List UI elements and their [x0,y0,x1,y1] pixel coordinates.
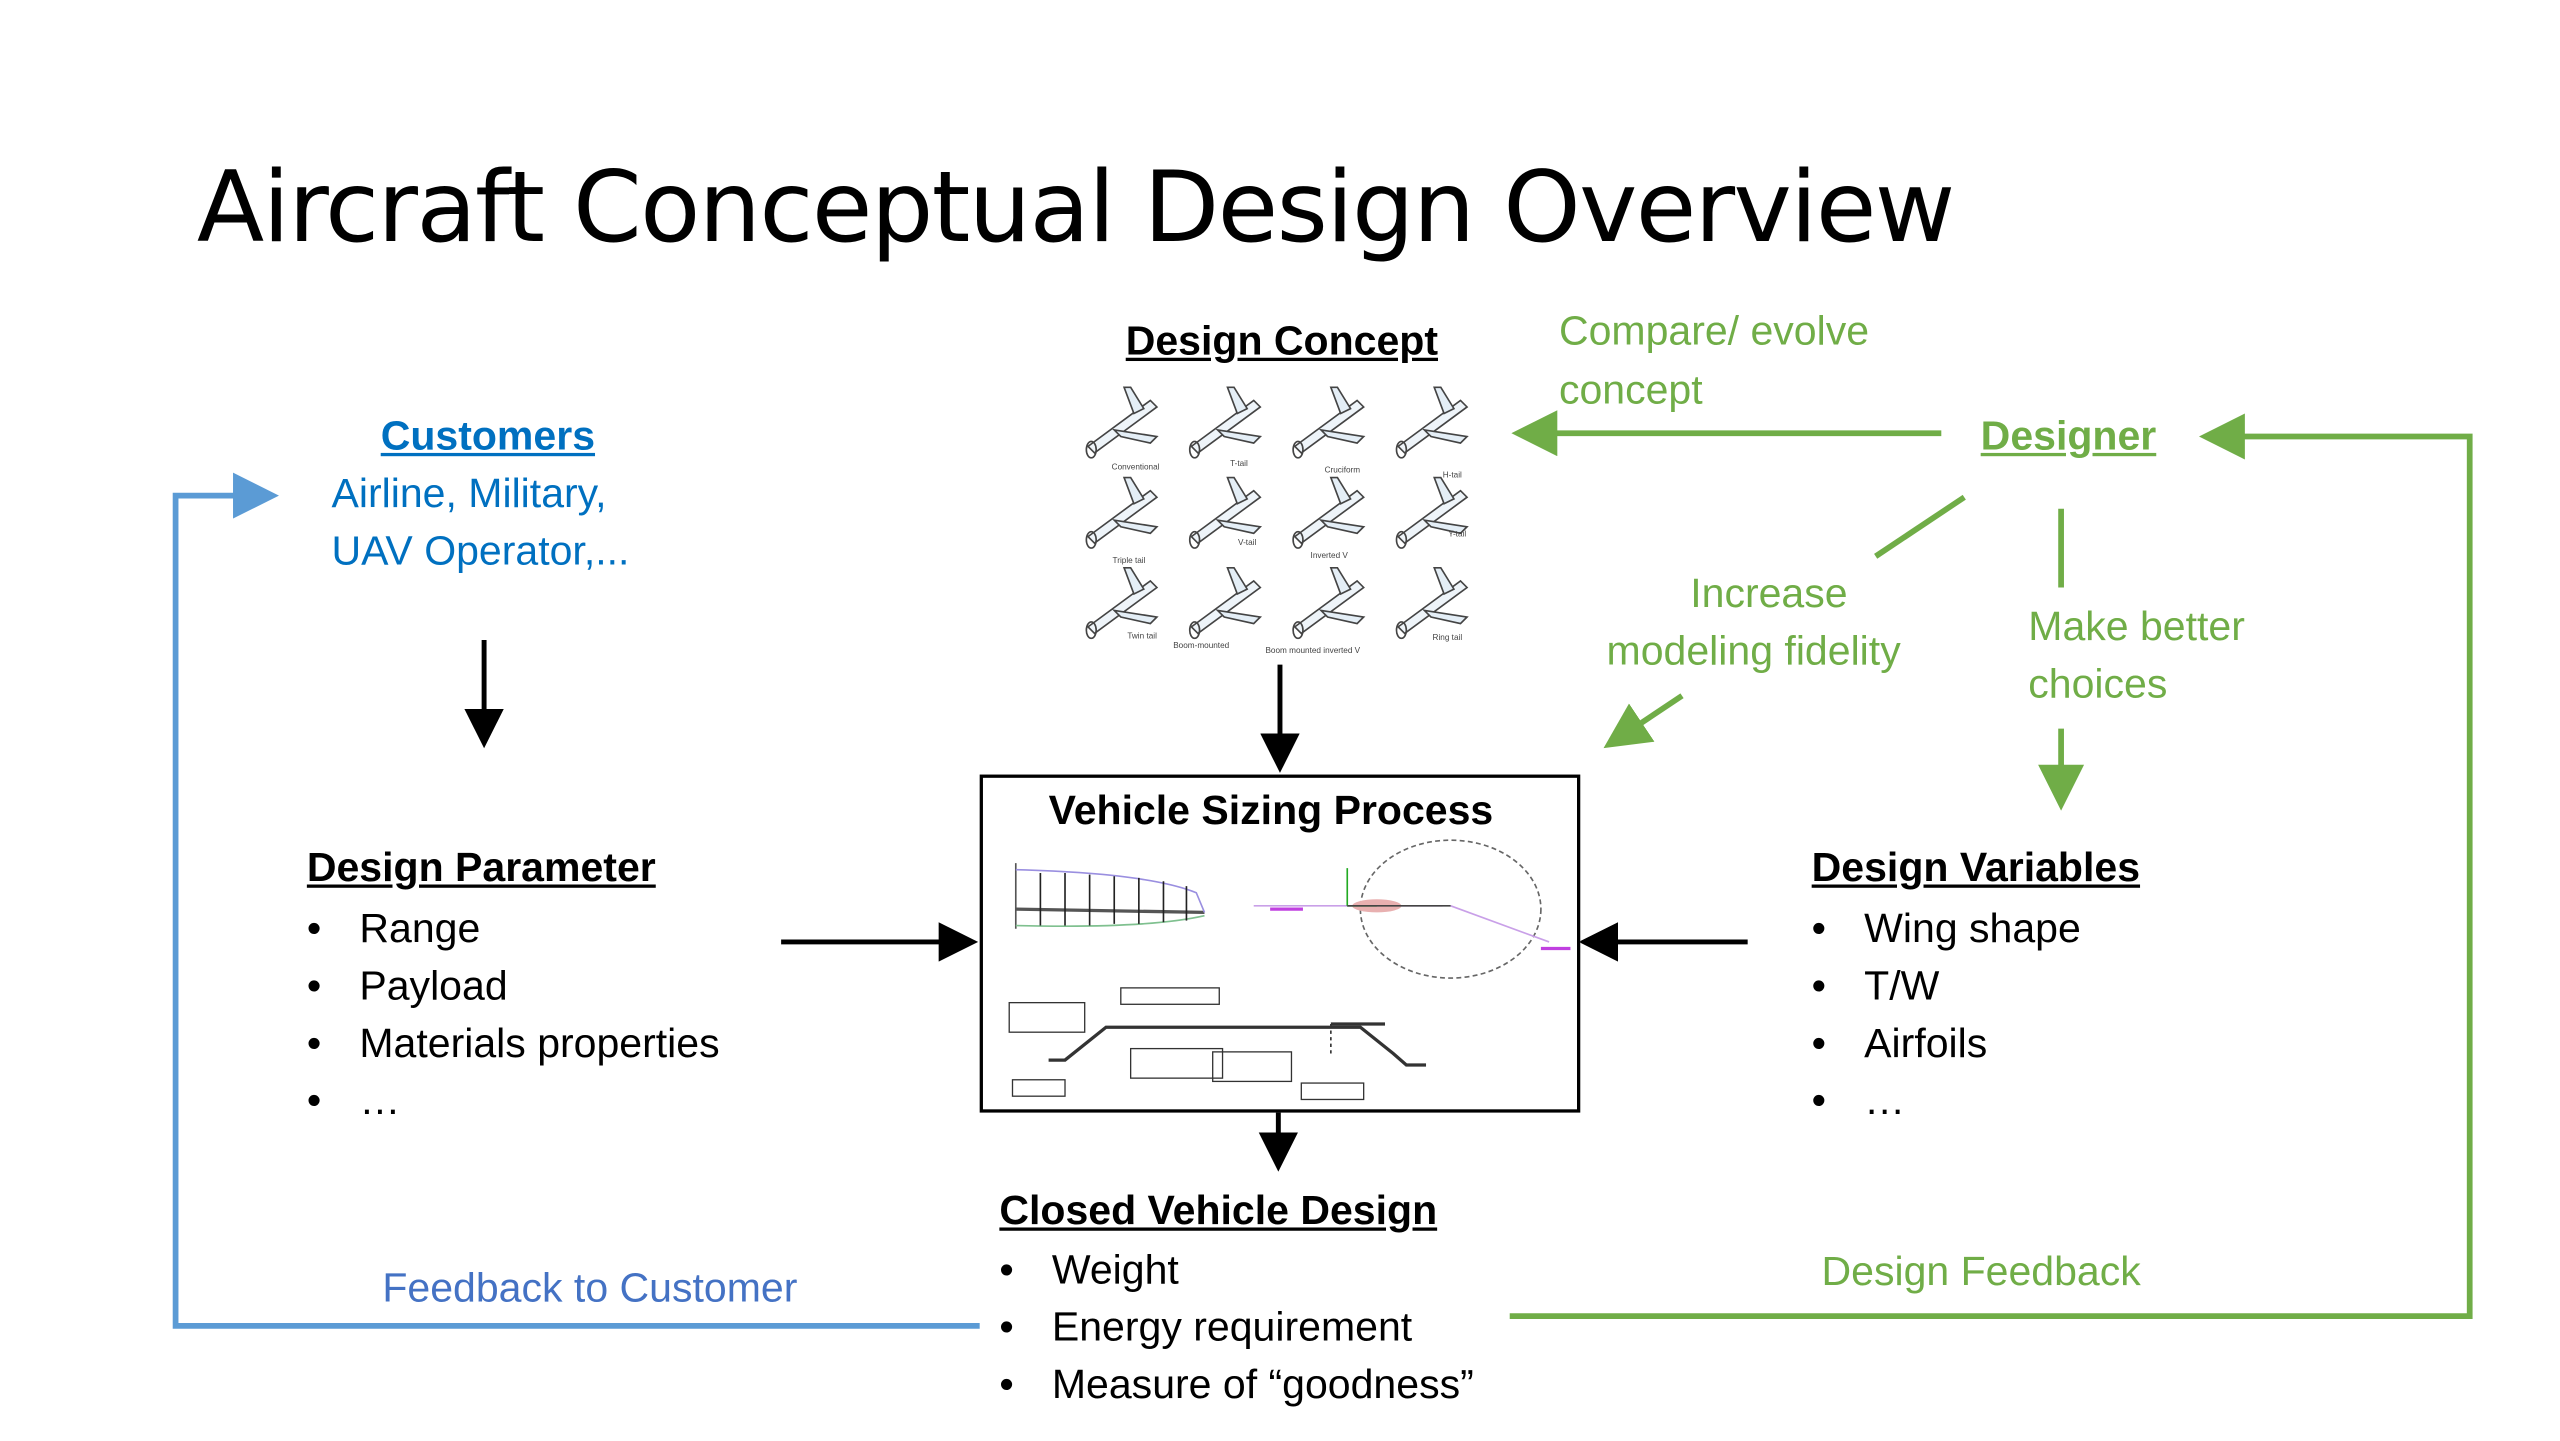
mission-profile [1008,987,1427,1101]
feedback-to-customer-line [172,472,980,1329]
plane-sketch-conventional [1085,386,1159,459]
choices-line-2: choices [2028,661,2168,708]
tail-label-inverted-v: Inverted V [1311,551,1349,560]
design-parameter-heading: Design Parameter [306,845,656,892]
list-item: •Range [306,905,481,952]
feedback-to-customer-label: Feedback to Customer [382,1265,798,1312]
list-item: •… [306,1078,401,1125]
compare-line-2: concept [1558,367,1703,414]
plane-sketch-boom-mounted-inverted-v [1292,566,1366,640]
tail-label-cruciform: Cruciform [1325,466,1361,475]
customers-line-1: Airline, Military, [331,470,607,517]
arrow-fidelity-to-sizing [1603,693,1684,749]
tail-label-triple-tail: Triple tail [1113,556,1146,565]
design-concept-heading: Design Concept [1125,318,1439,365]
customers-heading: Customers [380,413,596,460]
design-variables-heading: Design Variables [1811,845,2141,892]
list-item: •Wing shape [1811,905,2081,952]
plane-sketch-cruciform [1292,386,1366,459]
vehicle-sizing-box: Vehicle Sizing Process [979,774,1581,1113]
tail-configurations-image: Conventional T-tail Cruciform H-tail Tri… [1085,386,1469,655]
fidelity-line-1: Increase [1690,571,1848,618]
vehicle-sizing-heading: Vehicle Sizing Process [1048,787,1494,834]
list-item: •Weight [999,1247,1179,1294]
tail-label-boom-mounted-inverted-v: Boom mounted inverted V [1265,646,1360,655]
designer-heading: Designer [1980,413,2157,460]
fidelity-line [1874,494,1966,559]
design-parameter-list: •Range •Payload •Materials properties •… [307,901,799,1131]
control-volume-plot [1253,839,1571,979]
tail-label-ring-tail: Ring tail [1433,633,1463,642]
design-feedback-label: Design Feedback [1821,1248,2141,1295]
compare-line-1: Compare/ evolve [1558,308,1870,355]
plane-sketch-boom-mounted [1188,566,1263,640]
plane-sketch-inverted-v [1292,476,1366,549]
list-item: •Measure of “goodness” [999,1362,1474,1408]
tail-label-v-tail: V-tail [1238,538,1256,547]
choices-line-1: Make better [2028,603,2245,650]
list-item: •Airfoils [1811,1020,1988,1067]
plane-sketch-triple-tail [1085,476,1159,549]
list-item: •… [1811,1078,1906,1125]
design-variables-list: •Wing shape •T/W •Airfoils •… [1812,901,2304,1131]
plane-sketch-h-tail [1395,386,1469,459]
sizing-illustrations [1008,839,1571,1101]
tail-label-boom-mounted: Boom-mounted [1173,641,1229,650]
closed-vehicle-design-list: •Weight •Energy requirement •Measure of … [999,1242,1557,1414]
design-feedback-line [1509,413,2473,1319]
list-item: •Energy requirement [999,1304,1413,1351]
list-item: •Materials properties [306,1020,720,1067]
wing-load-plot [1014,863,1206,929]
list-item: •T/W [1811,963,1940,1010]
tail-label-h-tail: H-tail [1443,471,1462,480]
plane-sketch-twin-tail [1085,566,1159,640]
tail-label-conventional: Conventional [1112,462,1160,471]
plane-sketch-ring-tail [1395,566,1469,640]
tail-label-y-tail: Y-tail [1448,530,1466,539]
slide-title: Aircraft Conceptual Design Overview [196,150,1955,266]
plane-sketch-t-tail [1188,386,1263,459]
plane-sketch-y-tail [1395,476,1469,549]
tail-type-labels: Conventional T-tail Cruciform H-tail Tri… [1112,459,1467,655]
fidelity-line-2: modeling fidelity [1606,628,1901,675]
list-item: •Payload [306,963,508,1010]
tail-label-t-tail: T-tail [1230,459,1248,468]
plane-sketch-v-tail [1188,476,1263,549]
customers-line-2: UAV Operator,... [331,528,630,575]
closed-vehicle-design-heading: Closed Vehicle Design [999,1188,1438,1235]
tail-label-twin-tail: Twin tail [1127,631,1157,640]
